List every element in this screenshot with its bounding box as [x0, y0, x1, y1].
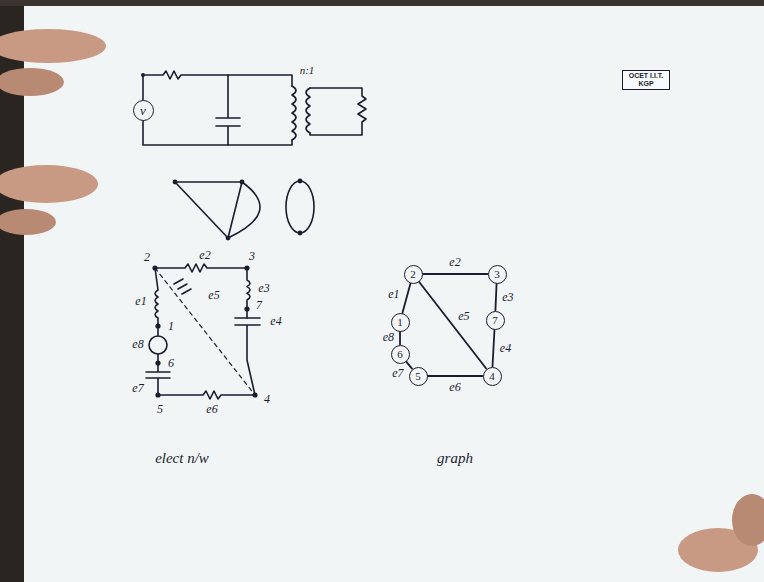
edge-label: e2: [448, 256, 461, 269]
node-number: 2: [410, 269, 416, 280]
element-label: e4: [269, 315, 282, 328]
graph-vertex: 3: [488, 265, 507, 284]
graph-edge: [495, 283, 496, 310]
junction-dot: [173, 180, 178, 185]
edge-label: e8: [382, 331, 395, 344]
node-number: 3: [248, 250, 256, 263]
node-number: 5: [156, 403, 164, 416]
caption-label: elect n/w: [154, 450, 210, 467]
node-number: 6: [397, 349, 403, 360]
transformer-primary: [292, 86, 296, 140]
element-label: e8: [131, 338, 144, 351]
circuit-wire: [143, 120, 292, 145]
graph-vertex: 4: [483, 367, 502, 386]
turns-ratio: n:1: [299, 64, 316, 76]
node-number: 1: [167, 320, 175, 333]
graph-vertex: 5: [409, 367, 428, 386]
node-number: 4: [489, 371, 495, 382]
junction-dot: [155, 392, 160, 397]
logo-text: OCET I.I.T. KGP: [626, 72, 666, 88]
node-number: v: [140, 104, 146, 117]
source-circle: v: [133, 100, 154, 121]
graph-edge: [493, 329, 495, 366]
node-number: 3: [494, 269, 500, 280]
finger: [0, 165, 98, 203]
logo-box: OCET I.I.T. KGP: [622, 70, 670, 90]
graph-vertex: 2: [404, 265, 423, 284]
junction-dot: [244, 265, 249, 270]
graph-edge: [402, 283, 410, 313]
circuit-wire: [143, 71, 292, 100]
node-number: 2: [143, 251, 151, 264]
edge-label: e1: [387, 288, 400, 301]
inductor-symbol: [174, 279, 191, 294]
node-number: 1: [397, 317, 403, 328]
node-number: 4: [263, 393, 271, 406]
source-symbol: [149, 336, 167, 354]
graph-edge: [406, 361, 412, 368]
capacitor-symbol: [216, 75, 240, 145]
junction-dot: [155, 360, 160, 365]
graph-edge: [399, 332, 401, 345]
node-number: 5: [415, 371, 421, 382]
graph-vertex: 7: [486, 311, 505, 330]
transformer-secondary: [306, 88, 310, 133]
edge-label: e6: [448, 381, 461, 394]
network-wire: [155, 264, 250, 318]
finger: [0, 68, 64, 96]
junction-dot: [226, 236, 231, 241]
junction-dot: [141, 73, 145, 77]
finger: [732, 494, 764, 546]
junction-dot: [252, 392, 257, 397]
secondary-load: [310, 88, 366, 135]
caption-label: graph: [436, 450, 474, 467]
capacitor-symbol: [235, 318, 260, 395]
element-label: e5: [207, 289, 220, 302]
dashed-branch: [155, 268, 255, 395]
graph-edge: [419, 282, 486, 369]
graph-edge: [428, 375, 483, 377]
graph-sketch: [286, 181, 314, 233]
element-label: e2: [198, 249, 211, 262]
edge-label: e7: [391, 367, 404, 380]
graph-sketch: [175, 182, 260, 238]
element-label: e1: [134, 295, 147, 308]
junction-dot: [152, 265, 157, 270]
board-edge: [0, 0, 764, 6]
element-label: e7: [131, 382, 144, 395]
edge-label: e5: [457, 310, 470, 323]
graph-edge: [423, 273, 488, 275]
junction-dot: [240, 180, 245, 185]
element-label: e3: [257, 282, 270, 295]
graph-vertex: 6: [391, 345, 410, 364]
edge-label: e4: [499, 342, 512, 355]
finger: [0, 29, 106, 63]
finger: [0, 209, 56, 235]
edge-label: e3: [501, 291, 514, 304]
junction-dot: [155, 323, 160, 328]
node-number: 6: [167, 357, 175, 370]
network-wire: [146, 354, 255, 399]
node-number: 7: [492, 315, 498, 326]
node-number: 7: [255, 299, 263, 312]
junction-dot: [244, 306, 249, 311]
graph-vertex: 1: [391, 313, 410, 332]
junction-dot: [298, 179, 303, 184]
element-label: e6: [205, 403, 218, 416]
junction-dot: [298, 231, 303, 236]
